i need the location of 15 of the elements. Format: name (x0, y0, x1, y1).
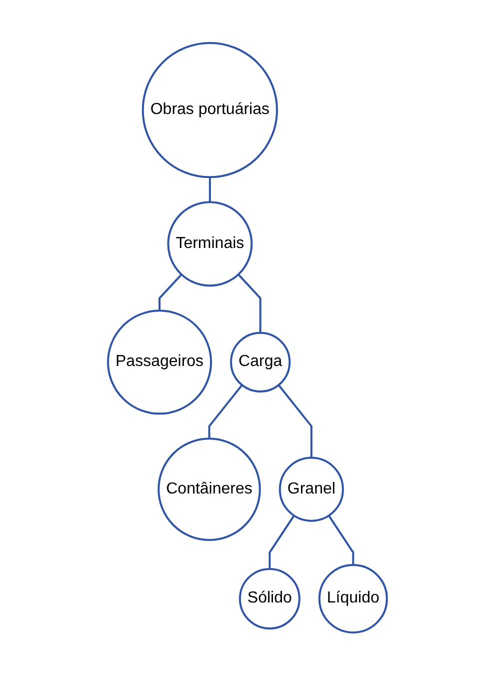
connector (268, 514, 295, 569)
node-circle: Granel (278, 456, 344, 522)
node-circle: Terminais (167, 200, 253, 286)
connector (158, 274, 182, 310)
connector (238, 274, 262, 333)
node-circle: Passageiros (107, 309, 212, 414)
node-circle: Líquido (318, 564, 388, 634)
connector (328, 514, 354, 565)
node-circle: Carga (230, 332, 291, 392)
node-circle: Sólido (238, 568, 300, 630)
connector (208, 176, 211, 202)
node-circle: Contâineres (158, 437, 261, 541)
connector (208, 384, 243, 438)
connector (278, 384, 312, 458)
node-circle: Obras portuárias (142, 42, 278, 178)
